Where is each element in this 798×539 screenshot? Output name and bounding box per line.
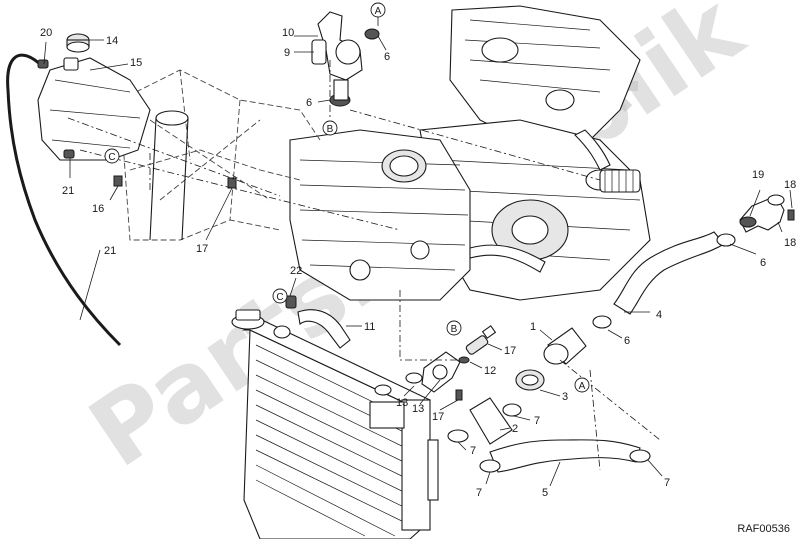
callout-14: 17	[504, 345, 516, 357]
callout-22: 22	[290, 265, 302, 277]
sensor-14	[465, 325, 497, 355]
ref-a-top: A	[370, 2, 386, 26]
clip-18-right	[739, 216, 757, 228]
filler-neck-assembly	[311, 11, 380, 107]
clip-21-bottom	[63, 149, 75, 159]
hose-2	[469, 397, 513, 445]
clip-21-top	[37, 59, 49, 69]
radiator-hose-small	[273, 295, 351, 349]
callout-5: 5	[542, 487, 548, 499]
ref-b-bottom: B	[446, 320, 462, 336]
callout-9: 10	[282, 27, 294, 39]
breather-hose	[6, 53, 122, 347]
screw-17-left	[455, 389, 463, 401]
callout-18: 19	[752, 169, 764, 181]
bolt-13-left	[113, 175, 123, 187]
leader-lines	[43, 35, 793, 487]
frame-outline	[119, 69, 321, 241]
callout-16: 13	[412, 403, 424, 415]
expansion-tank	[37, 57, 151, 161]
thermostat-16	[421, 351, 461, 393]
callout-19: 18	[784, 237, 796, 249]
drawing-code: RAF00536	[737, 523, 790, 535]
callout-6: 6	[306, 97, 312, 109]
callout-10: 11	[364, 321, 375, 333]
union-fitting-1	[543, 327, 587, 365]
callout-3: 3	[562, 391, 568, 403]
clip-7-a	[502, 403, 522, 417]
svg-text:A: A	[579, 381, 586, 392]
callout-7: 7	[470, 445, 476, 457]
callout-7: 7	[476, 487, 482, 499]
reference-markers: A A B B C C	[104, 2, 590, 393]
callout-21: 20	[40, 27, 52, 39]
callout-6: 6	[760, 257, 766, 269]
callout-13: 17	[196, 243, 208, 255]
callout-6: 6	[384, 51, 390, 63]
radiator	[231, 309, 439, 539]
tank-cap	[66, 33, 90, 53]
callout-6: 6	[624, 335, 630, 347]
clip-7-c	[479, 459, 501, 473]
assembly-lines	[67, 60, 661, 471]
callout-labels: 20 14 15 21 16 17 21 10 9 6 6 22 11 19 1…	[40, 27, 796, 499]
callout-17: 17	[432, 411, 444, 423]
callout-21: 21	[62, 185, 74, 197]
callout-1: 1	[530, 321, 536, 333]
clip-18-left	[405, 372, 423, 384]
clip-6-right-b	[592, 315, 612, 329]
washer-15	[458, 356, 470, 364]
callout-18: 13	[396, 397, 408, 409]
coolant-pipe-engine	[469, 129, 611, 273]
svg-text:B: B	[327, 124, 334, 135]
callout-8: 9	[284, 47, 290, 59]
clip-7-b	[447, 429, 469, 443]
ref-c-right: C	[272, 288, 288, 304]
screw-17-right	[787, 209, 795, 221]
callout-11: 14	[106, 35, 118, 47]
svg-text:C: C	[108, 152, 115, 163]
clip-6-right-a	[716, 233, 736, 247]
callout-15: 12	[484, 365, 496, 377]
sleeve-3	[515, 369, 545, 391]
bolt-13-right	[227, 177, 237, 189]
ref-b-top: B	[322, 120, 338, 136]
callout-7: 7	[534, 415, 540, 427]
callout-17: 18	[784, 179, 796, 191]
svg-text:C: C	[276, 292, 283, 303]
callout-13: 16	[92, 203, 104, 215]
clip-7-d	[629, 449, 651, 463]
hose-5	[489, 439, 641, 473]
ref-a-bottom: A	[574, 377, 590, 393]
svg-text:B: B	[451, 324, 458, 335]
svg-text:A: A	[375, 6, 382, 17]
callout-12: 15	[130, 57, 142, 69]
callout-20: 21	[104, 245, 116, 257]
callout-7: 7	[664, 477, 670, 489]
ref-c-left: C	[104, 148, 120, 164]
callout-2: 2	[512, 423, 518, 435]
callout-4: 4	[656, 309, 662, 321]
